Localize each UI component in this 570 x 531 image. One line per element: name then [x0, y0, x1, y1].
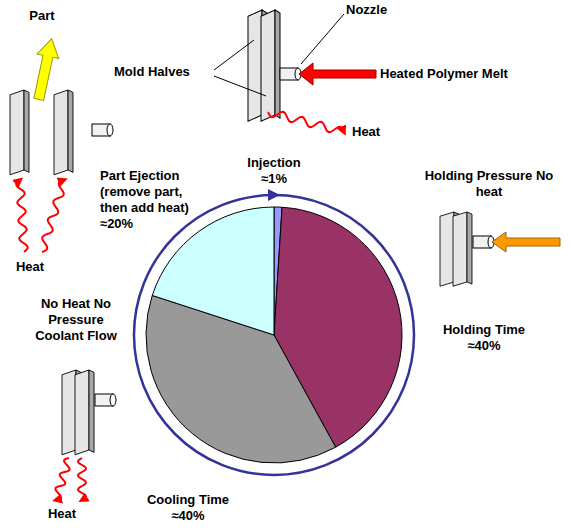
phase-label: Part Ejection (remove part, then add hea… — [100, 168, 212, 232]
heat-wave — [78, 458, 86, 500]
phase-label: Injection ≈1% — [234, 155, 314, 187]
heat-wave — [268, 112, 344, 132]
condition-label: Holding Pressure No heat — [419, 168, 559, 200]
condition-label: No Heat No Pressure Coolant Flow — [26, 296, 126, 344]
heat-wave — [42, 180, 64, 252]
ejection-slice — [152, 207, 274, 335]
phase-label: Cooling Time ≈40% — [133, 492, 243, 524]
heat-wave — [55, 458, 69, 500]
heat-label: Heat — [40, 506, 84, 522]
heat-waves — [16, 112, 344, 500]
melt-arrow — [299, 63, 376, 85]
mold-label: Mold Halves — [114, 64, 214, 80]
cycle-pie — [146, 207, 402, 463]
part-label: Part — [22, 8, 62, 24]
melt-label: Heated Polymer Melt — [380, 66, 566, 82]
heat-label: Heat — [8, 259, 52, 275]
nozzle-label: Nozzle — [346, 2, 426, 18]
phase-label: Holding Time ≈40% — [429, 322, 539, 354]
injection-mold — [248, 10, 301, 121]
heat-label: Heat — [352, 124, 402, 140]
part-arrow — [28, 36, 62, 101]
mold-leader — [214, 40, 254, 70]
cycle-arrowhead — [268, 189, 280, 201]
ejection-mold — [10, 90, 113, 175]
cooling-mold — [62, 370, 116, 455]
heat-wave — [16, 180, 27, 252]
cycle-ring — [134, 195, 414, 475]
mold-leader — [214, 76, 266, 96]
holding-mold — [440, 212, 494, 286]
nozzle-leader — [301, 14, 344, 64]
pressure-arrow — [492, 232, 560, 252]
